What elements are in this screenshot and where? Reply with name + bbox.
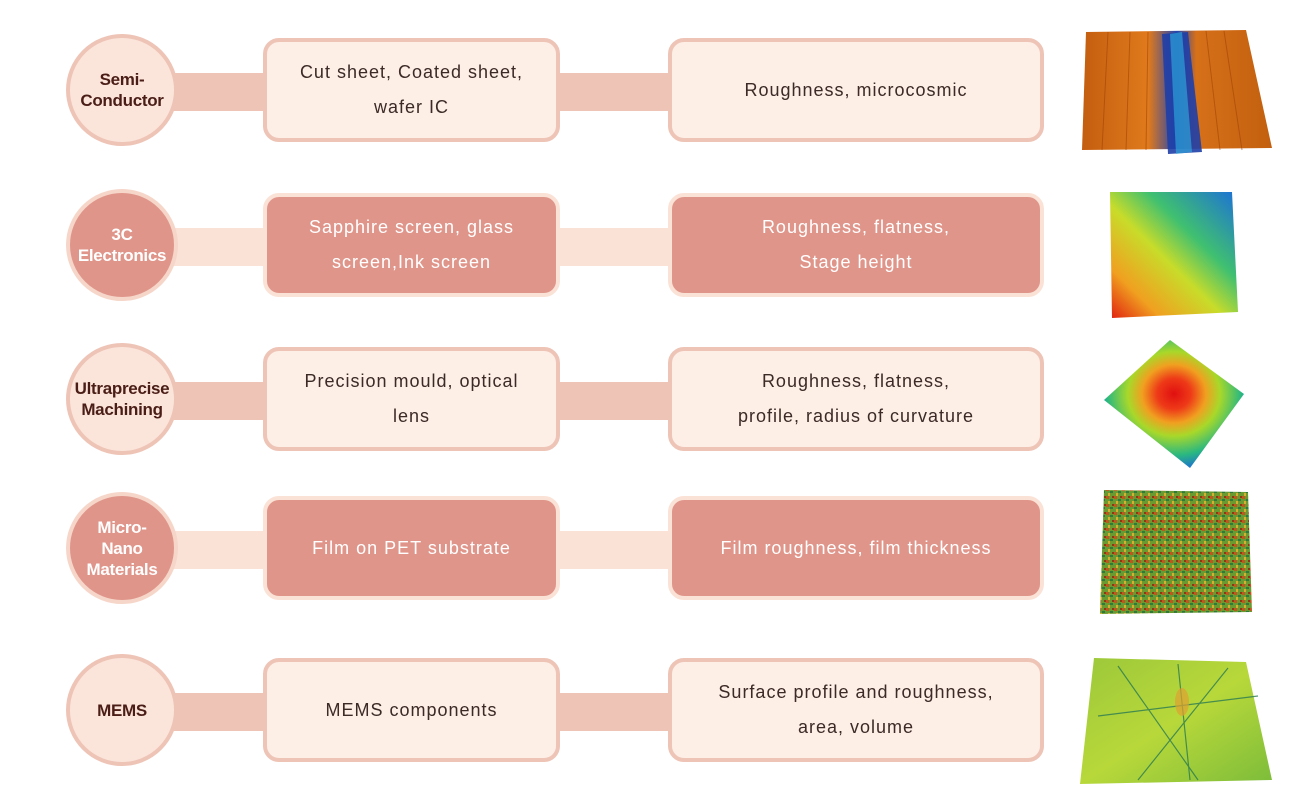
application-row-3c-electronics: 3C Electronics Sapphire screen, glass sc… [0, 187, 1302, 307]
curvature-dome-map-image [1102, 338, 1248, 472]
samples-line: wafer IC [373, 97, 450, 117]
category-circle: Ultraprecise Machining [66, 343, 178, 455]
samples-box: Cut sheet, Coated sheet, wafer IC [263, 38, 560, 142]
measurements-line: Film roughness, film thickness [720, 537, 992, 558]
measurements-line: Stage height [799, 252, 913, 272]
samples-box: Film on PET substrate [263, 496, 560, 600]
measurements-box: Roughness, flatness, profile, radius of … [668, 347, 1044, 451]
measurements-line: Surface profile and roughness, [718, 682, 994, 702]
semiconductor-surface-map-image [1078, 28, 1274, 156]
connector-bar [170, 382, 270, 420]
category-label: 3C [111, 225, 133, 244]
connector-bar [555, 693, 675, 731]
category-circle: Micro- Nano Materials [66, 492, 178, 604]
connector-bar [170, 693, 270, 731]
application-row-ultraprecise-machining: Ultraprecise Machining Precision mould, … [0, 341, 1302, 461]
measurements-box: Surface profile and roughness, area, vol… [668, 658, 1044, 762]
category-circle: 3C Electronics [66, 189, 178, 301]
category-label: Micro- [97, 517, 147, 537]
application-row-semiconductor: Semi- Conductor Cut sheet, Coated sheet,… [0, 32, 1302, 152]
category-circle: Semi- Conductor [66, 34, 178, 146]
category-label: Machining [81, 400, 163, 419]
category-label: Semi- [99, 70, 145, 89]
samples-line: Cut sheet, Coated sheet, [299, 62, 524, 82]
connector-bar [555, 73, 675, 111]
samples-line: Sapphire screen, glass [308, 217, 515, 237]
flatness-gradient-map-image [1108, 188, 1244, 322]
category-circle: MEMS [66, 654, 178, 766]
category-label: Electronics [77, 246, 167, 265]
samples-line: lens [392, 406, 431, 426]
measurements-box: Roughness, microcosmic [668, 38, 1044, 142]
category-label: MEMS [97, 700, 147, 720]
connector-bar [170, 73, 270, 111]
samples-box: MEMS components [263, 658, 560, 762]
measurements-box: Roughness, flatness, Stage height [668, 193, 1044, 297]
application-row-micro-nano-materials: Micro- Nano Materials Film on PET substr… [0, 490, 1302, 610]
category-label: Nano [101, 538, 143, 558]
measurements-line: Roughness, microcosmic [744, 79, 968, 100]
film-texture-map-image [1098, 488, 1254, 616]
connector-bar [555, 531, 675, 569]
measurements-line: area, volume [797, 717, 915, 737]
category-label: Materials [86, 559, 158, 579]
category-label: Ultraprecise [74, 379, 170, 398]
connector-bar [170, 531, 270, 569]
mems-surface-map-image [1078, 656, 1274, 788]
samples-line: Precision mould, optical [304, 371, 519, 391]
measurements-line: profile, radius of curvature [737, 406, 975, 426]
connector-bar [555, 228, 675, 266]
connector-bar [555, 382, 675, 420]
samples-box: Sapphire screen, glass screen,Ink screen [263, 193, 560, 297]
application-row-mems: MEMS MEMS components Surface profile and… [0, 652, 1302, 772]
category-label: Conductor [80, 91, 164, 110]
samples-line: MEMS components [325, 699, 498, 720]
samples-line: Film on PET substrate [312, 537, 511, 558]
samples-box: Precision mould, optical lens [263, 347, 560, 451]
measurements-box: Film roughness, film thickness [668, 496, 1044, 600]
measurements-line: Roughness, flatness, [761, 217, 951, 237]
connector-bar [170, 228, 270, 266]
measurements-line: Roughness, flatness, [761, 371, 951, 391]
samples-line: screen,Ink screen [331, 252, 492, 272]
